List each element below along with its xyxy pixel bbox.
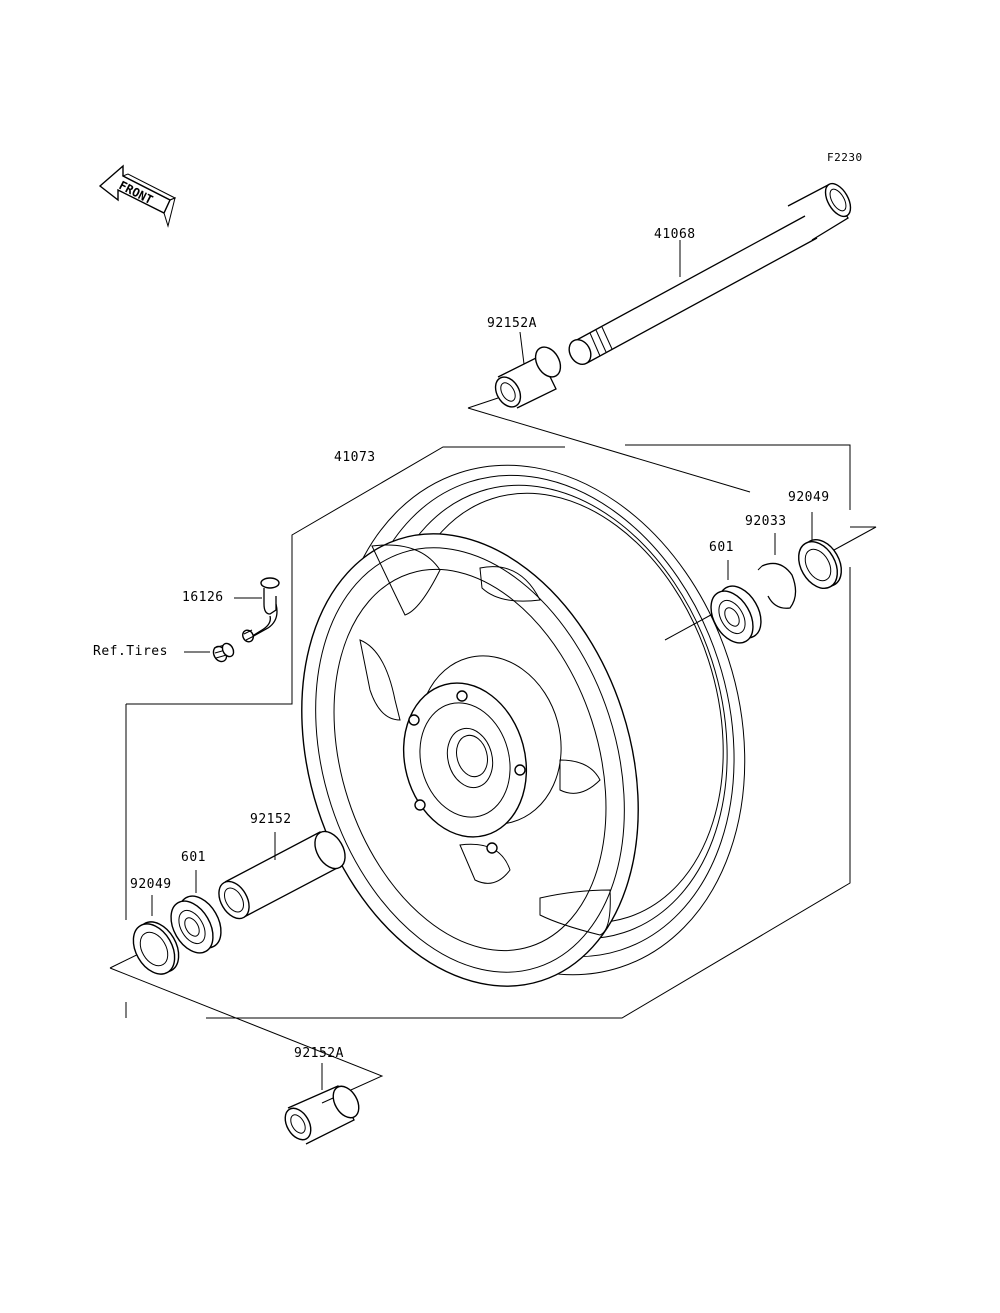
bearing-right-label: 601 (709, 540, 734, 555)
bearing-right-part (710, 585, 762, 644)
valve-core-part (212, 642, 235, 663)
valve-label: 16126 (182, 590, 224, 605)
wheel-part (301, 464, 746, 987)
collar-top-part (494, 331, 562, 409)
circlip-part (757, 562, 797, 609)
spacer-part (218, 830, 346, 920)
seal-left-label: 92049 (130, 877, 172, 892)
spacer-label: 92152 (250, 812, 292, 827)
bearing-left-part (170, 895, 222, 954)
ref-code-label: F2230 (827, 151, 863, 164)
valve-part (242, 577, 280, 643)
collar-top-label: 92152A (487, 316, 537, 331)
collar-bottom-part (284, 1085, 360, 1145)
collar-bottom-label: 92152A (294, 1046, 344, 1061)
seal-left-part (132, 921, 180, 975)
axle-label: 41068 (654, 227, 696, 242)
front-arrow-icon: FRONT (98, 164, 177, 228)
wheel-label: 41073 (334, 450, 376, 465)
circlip-label: 92033 (745, 514, 787, 529)
axle-part (568, 182, 852, 366)
ref-tires-label: Ref.Tires (93, 644, 168, 659)
bearing-left-label: 601 (181, 850, 206, 865)
seal-right-part (797, 539, 843, 589)
seal-right-label: 92049 (788, 490, 830, 505)
